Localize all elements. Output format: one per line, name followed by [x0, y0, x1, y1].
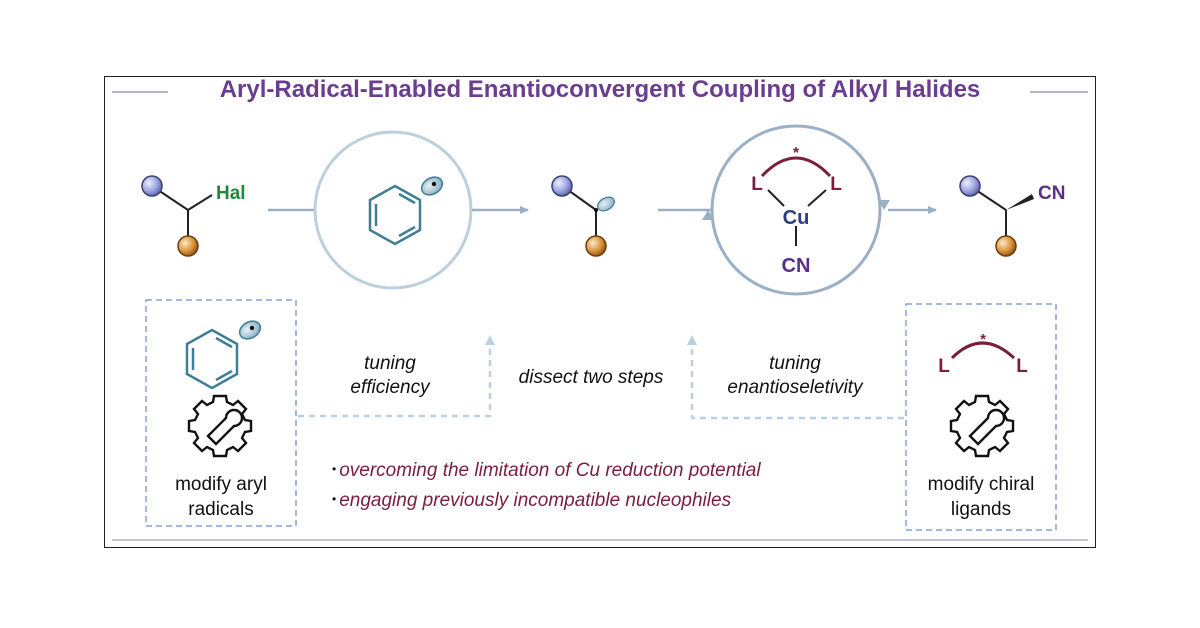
figure-frame: [104, 76, 1096, 548]
bullet-dot-icon: •: [332, 492, 337, 506]
bullet-text: overcoming the limitation of Cu reductio…: [339, 460, 761, 481]
dashed-arrow-efficiency: [298, 335, 495, 418]
caption-modify-ligands: modify chiral ligands: [906, 472, 1056, 522]
box-ligand-right: L: [1016, 356, 1028, 377]
cyanide-label: CN: [782, 255, 811, 277]
label-tuning-enantio-line2: enantioseletivity: [727, 377, 863, 398]
modify-ligand-box: [905, 303, 1057, 531]
label-tuning-enantioselectivity: tuning enantioseletivity: [700, 352, 890, 400]
box-radical-orbital-icon: [238, 320, 262, 340]
label-tuning-efficiency: tuning efficiency: [330, 352, 450, 400]
ligand-left-label: L: [751, 174, 763, 195]
bullet-dot-icon: •: [332, 462, 337, 476]
label-dissect-two-steps: dissect two steps: [518, 367, 664, 388]
hal-atom: Hal: [216, 183, 246, 204]
box-ligand-star: *: [980, 331, 986, 348]
chiral-ligand-arc: [760, 156, 832, 178]
copper-cycle-circle: [710, 124, 882, 296]
gear-wrench-icon: [949, 394, 1015, 458]
cu-ligand-bond-right: [807, 189, 827, 207]
ligand-right-label: L: [830, 174, 842, 195]
radical-dot-icon: [431, 181, 437, 187]
alkyl-halide-structure: [141, 175, 213, 257]
dashed-arrow-enantio: [687, 335, 904, 420]
label-tuning-enantio-line1: tuning: [769, 353, 821, 374]
radical-orbital-icon: [420, 176, 444, 196]
box-radical-dot-icon: [249, 325, 255, 331]
label-tuning-efficiency-line2: efficiency: [350, 377, 430, 398]
caption-modify-ligands-line2: ligands: [950, 499, 1012, 520]
alkyl-radical-structure: [551, 175, 615, 257]
cycle-arrowhead-right: [878, 200, 890, 210]
cu-ligand-bond-left: [767, 189, 785, 207]
nitrile-product-structure: [959, 175, 1034, 257]
product-cn-label: CN: [1038, 183, 1065, 204]
bullet-text: engaging previously incompatible nucleop…: [339, 490, 732, 511]
modify-aryl-box: [145, 299, 297, 527]
bullet-item: •engaging previously incompatible nucleo…: [332, 490, 731, 512]
caption-modify-ligands-line1: modify chiral: [927, 474, 1035, 495]
box-ligand-arc: [950, 341, 1016, 360]
aryl-radical-circle: [313, 130, 473, 290]
star-label: *: [793, 145, 800, 162]
aryl-ring-icon: [185, 328, 239, 390]
caption-modify-aryl: modify aryl radicals: [146, 472, 296, 522]
caption-modify-aryl-line1: modify aryl: [175, 474, 267, 495]
aryl-radical-icon: [368, 184, 422, 246]
box-ligand-left: L: [938, 356, 950, 377]
bullet-item: •overcoming the limitation of Cu reducti…: [332, 460, 761, 482]
cycle-arrowhead-left: [702, 210, 714, 220]
figure-title: Aryl-Radical-Enabled Enantioconvergent C…: [219, 76, 981, 103]
label-tuning-efficiency-line1: tuning: [364, 353, 416, 374]
gear-wrench-icon: [187, 394, 253, 458]
caption-modify-aryl-line2: radicals: [188, 499, 254, 520]
copper-label: Cu: [783, 207, 810, 229]
